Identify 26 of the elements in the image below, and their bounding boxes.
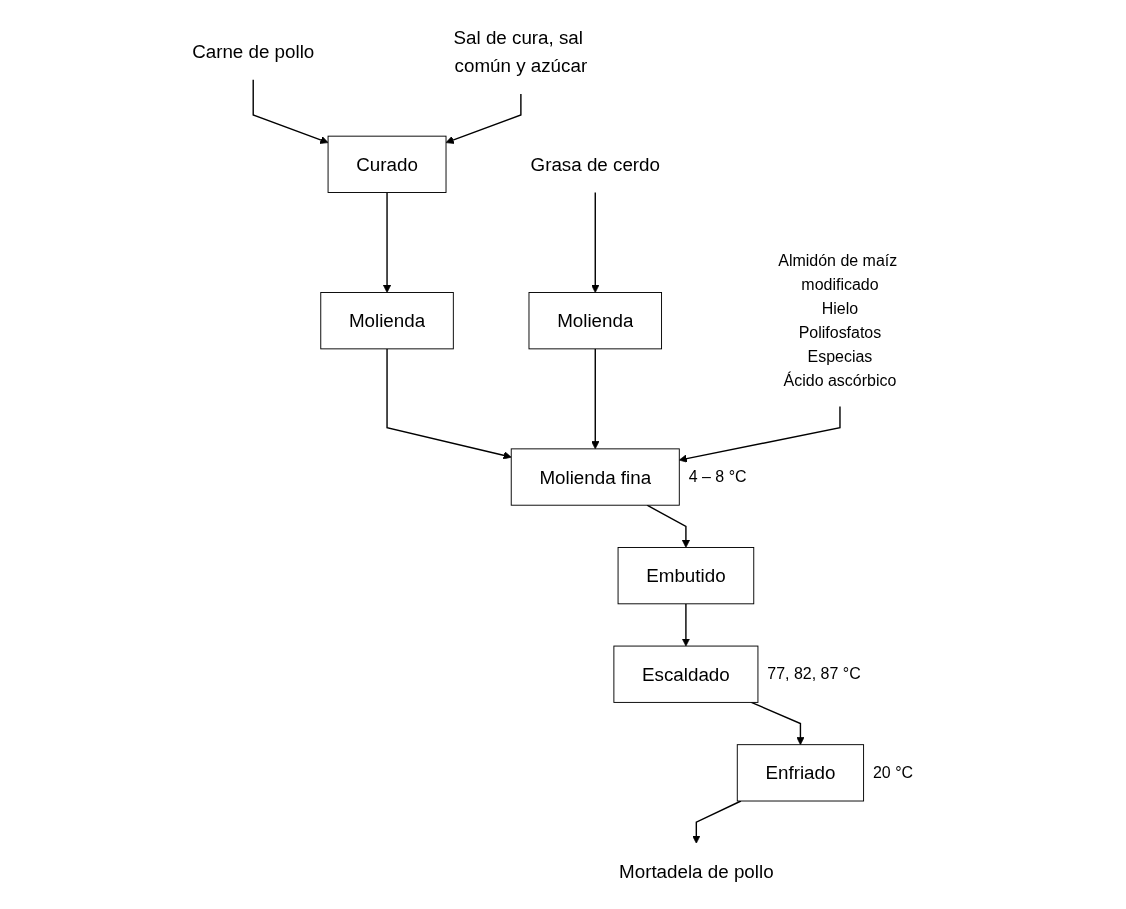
node-box: Molienda bbox=[528, 292, 662, 350]
arrow bbox=[386, 348, 512, 460]
node-text: Almidón de maíz modificado Hielo Polifosfatos Especias Ácido ascórbico bbox=[778, 251, 898, 390]
arrow bbox=[445, 93, 522, 144]
arrow bbox=[681, 603, 691, 647]
arrow bbox=[678, 405, 841, 463]
arrow bbox=[591, 348, 600, 450]
node-label: 20 °C bbox=[872, 763, 914, 782]
arrow bbox=[750, 701, 805, 746]
node-box: Embutido bbox=[617, 547, 755, 605]
node-box: Curado bbox=[327, 135, 447, 193]
arrow bbox=[252, 79, 329, 144]
node-label: 4 – 8 °C bbox=[688, 467, 747, 486]
arrow bbox=[646, 504, 691, 548]
node-text: Carne de pollo bbox=[192, 41, 315, 62]
node-box: Molienda fina bbox=[510, 448, 680, 506]
node-label: 77, 82, 87 °C bbox=[767, 665, 861, 683]
node-text: Mortadela de pollo bbox=[619, 861, 774, 882]
node-box: Enfriado bbox=[736, 744, 865, 802]
node-box: Molienda bbox=[320, 292, 454, 350]
arrow bbox=[591, 191, 600, 293]
node-text: Sal de cura, sal común y azúcar bbox=[453, 27, 588, 77]
arrow bbox=[692, 800, 742, 844]
node-text: Grasa de cerdo bbox=[530, 154, 660, 175]
node-box: Escaldado bbox=[613, 645, 759, 703]
arrow bbox=[382, 191, 392, 293]
